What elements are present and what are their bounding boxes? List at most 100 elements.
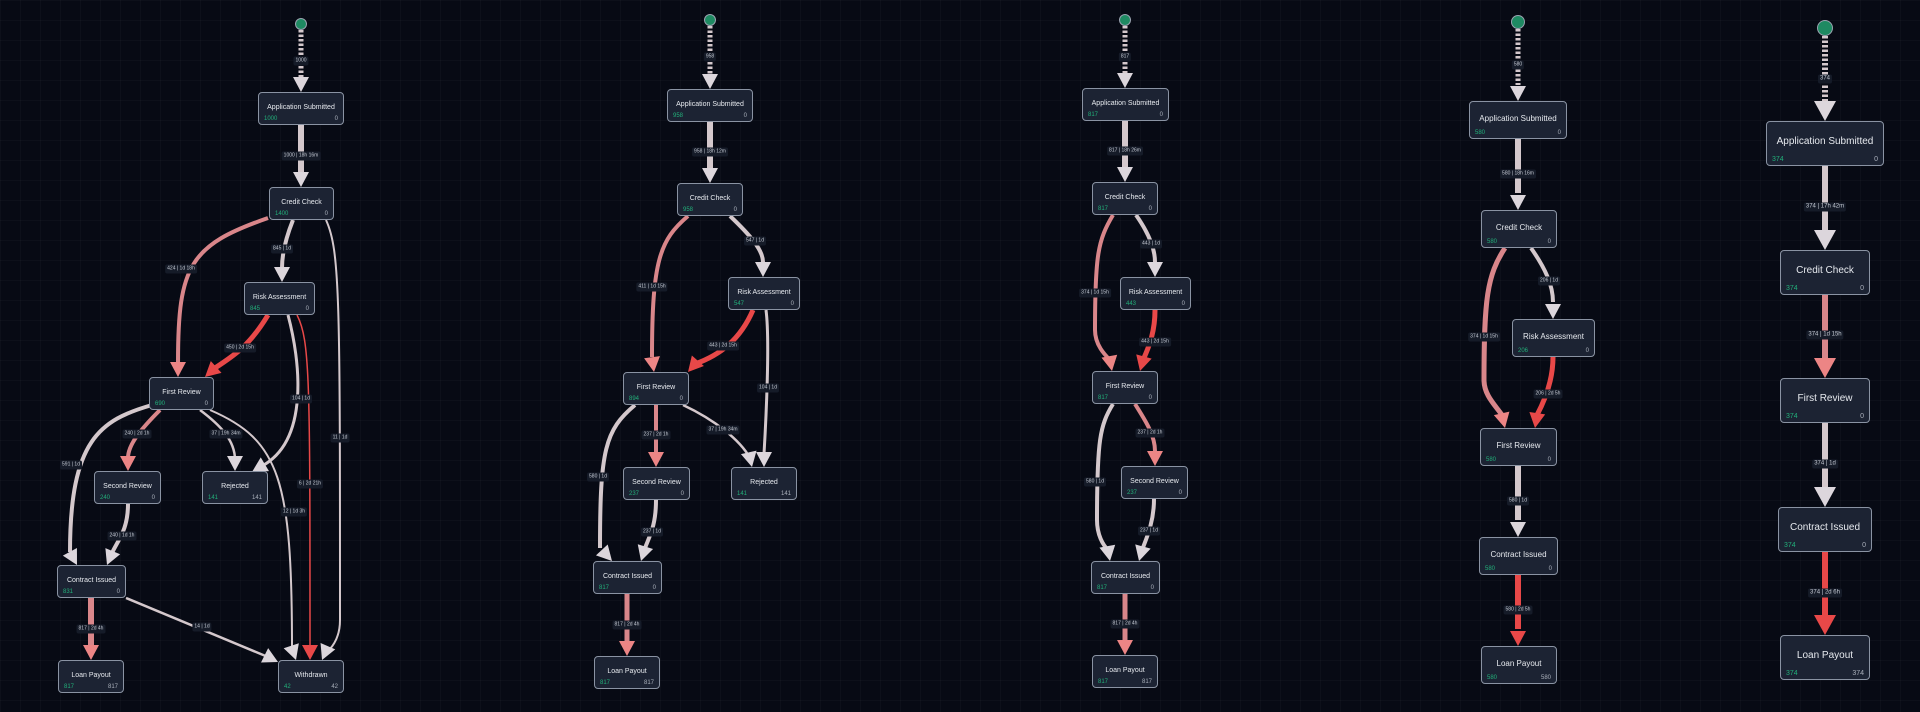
edge-label: 1000 | 18h 16m xyxy=(281,151,321,161)
arrowhead-icon xyxy=(1510,86,1526,101)
start-node-icon[interactable] xyxy=(295,18,307,30)
node-case-count: 141 xyxy=(737,491,748,497)
start-node-icon[interactable] xyxy=(1119,14,1131,26)
edge-cc-to-ra[interactable] xyxy=(1134,213,1157,263)
node-label: Application Submitted xyxy=(1776,136,1874,147)
arrowhead-icon xyxy=(1814,230,1836,250)
node-end-count: 0 xyxy=(743,113,747,119)
node-label: Credit Check xyxy=(1495,223,1543,233)
start-node-icon[interactable] xyxy=(1511,15,1525,29)
edge-fr-to-wd[interactable] xyxy=(209,409,293,649)
start-node-icon[interactable] xyxy=(1817,20,1833,36)
arrowhead-icon xyxy=(274,267,290,282)
arrowhead-icon xyxy=(83,645,99,660)
edge-cc-to-fr[interactable] xyxy=(1092,213,1115,362)
edge-cc-to-ra[interactable] xyxy=(1529,246,1555,303)
arrowhead-icon xyxy=(227,456,243,471)
arrowhead-icon xyxy=(293,77,309,92)
edge-ra-to-fr[interactable] xyxy=(213,313,271,371)
edge-label: 237 | 2d 1h xyxy=(641,430,671,440)
node-label: Contract Issued xyxy=(1490,550,1547,560)
node-label: First Review xyxy=(162,388,201,396)
edge-sr-to-ci[interactable] xyxy=(1140,498,1156,551)
node-label: Application Submitted xyxy=(1091,99,1160,107)
edge-label: 374 xyxy=(1817,74,1833,84)
node-case-count: 1000 xyxy=(264,116,278,122)
edge-label: 11 | 1d xyxy=(330,433,350,443)
node-case-count: 580 xyxy=(1485,566,1496,572)
node-case-count: 580 xyxy=(1487,239,1498,245)
node-end-count: 0 xyxy=(679,396,683,402)
edge-fr-to-sr[interactable] xyxy=(1133,402,1157,452)
node-case-count: 374 xyxy=(1786,285,1798,292)
node-case-count: 1400 xyxy=(275,211,289,217)
start-node-icon[interactable] xyxy=(704,14,716,26)
arrowhead-icon xyxy=(1510,631,1526,646)
node-end-count: 0 xyxy=(334,116,338,122)
edge-sr-to-ci[interactable] xyxy=(643,499,658,549)
edge-label: 104 | 1d xyxy=(290,394,312,404)
edge-ra-to-fr[interactable] xyxy=(1140,309,1158,362)
edge-ra-to-rej[interactable] xyxy=(261,314,300,468)
edge-label: 206 | 1d xyxy=(1538,276,1560,286)
arrowhead-icon xyxy=(644,356,660,372)
edge-ra-to-fr[interactable] xyxy=(694,309,756,367)
edge-label: 817 | 2d 4h xyxy=(1110,619,1140,629)
node-end-count: 0 xyxy=(1862,542,1866,549)
edge-label: 237 | 1d xyxy=(641,527,663,537)
node-case-count: 240 xyxy=(100,495,111,501)
node-label: Loan Payout xyxy=(1496,659,1542,669)
edge-label: 817 | 2d 4h xyxy=(76,624,106,634)
edge-ra-to-fr[interactable] xyxy=(1534,356,1556,417)
node-case-count: 817 xyxy=(1098,679,1109,685)
edge-sr-to-ci[interactable] xyxy=(110,503,130,554)
edge-label: 411 | 1d 15h xyxy=(636,282,668,292)
activity-node-credit-check[interactable]: Credit Check 580 0 xyxy=(1481,210,1557,248)
node-label: Contract Issued xyxy=(602,572,653,580)
arrowhead-icon xyxy=(688,355,704,372)
edge-cc-to-fr[interactable] xyxy=(1481,246,1508,417)
arrowhead-icon xyxy=(320,643,336,660)
node-end-count: 0 xyxy=(1547,239,1551,245)
arrowhead-icon xyxy=(619,641,635,656)
arrowhead-icon xyxy=(1510,522,1526,537)
arrowhead-icon xyxy=(756,452,772,467)
edge-ra-to-rej[interactable] xyxy=(762,309,770,455)
node-label: Loan Payout xyxy=(1105,666,1145,674)
